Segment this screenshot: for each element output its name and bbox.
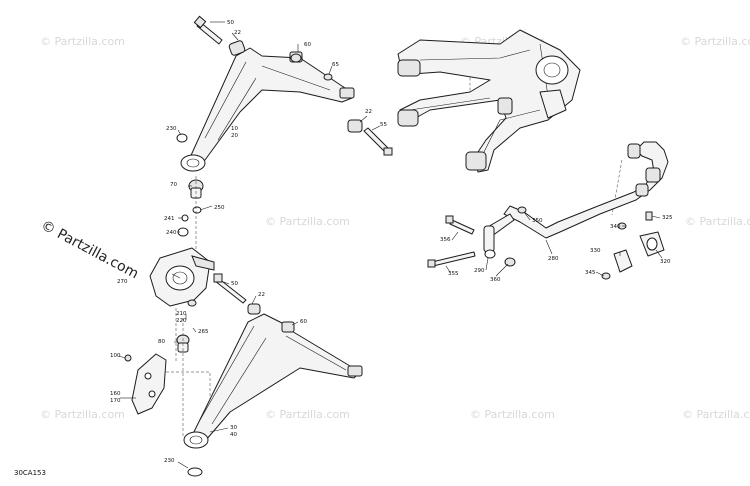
- callout-160: 160: [110, 391, 121, 397]
- callout-60: 60: [300, 319, 307, 325]
- callout-80: 80: [158, 339, 165, 345]
- callout-100: 100: [110, 353, 121, 359]
- callout-230: 230: [164, 458, 175, 464]
- callout-65: 65: [332, 62, 339, 68]
- callout-30: 30: [230, 425, 237, 431]
- steering-knuckle: [149, 247, 215, 307]
- callout-356: 356: [440, 237, 451, 243]
- leader-lines: [118, 21, 663, 469]
- callout-220: 220: [176, 318, 187, 324]
- stabilizer-bar: [427, 141, 669, 280]
- callout-50: 50: [231, 281, 238, 287]
- bolt-assembly-55: [347, 119, 393, 156]
- callout-325: 325: [662, 215, 673, 221]
- frame-section: [397, 29, 581, 173]
- callout-40: 40: [230, 432, 237, 438]
- callouts: 50 22 60 65 230 10 20 22 55 70 250 241 2…: [110, 20, 673, 464]
- callout-345: 345: [585, 270, 596, 276]
- watermark: © Partzilla.com: [680, 35, 750, 48]
- callout-360: 360: [490, 277, 501, 283]
- callout-50: 50: [227, 20, 234, 26]
- callout-20: 20: [231, 133, 238, 139]
- ball-joint-lower: [176, 318, 190, 436]
- ball-joint-upper: [177, 176, 204, 255]
- watermark: © Partzilla.com: [682, 408, 750, 421]
- watermark: © Partzilla.com: [40, 408, 125, 421]
- callout-70: 70: [170, 182, 177, 188]
- watermark: © Partzilla.com: [685, 215, 750, 228]
- callout-355: 355: [448, 271, 459, 277]
- lower-a-arm: [183, 313, 363, 477]
- callout-22: 22: [258, 292, 265, 298]
- callout-320: 320: [660, 259, 671, 265]
- watermark: © Partzilla.com: [265, 215, 350, 228]
- guard-plate: [124, 353, 167, 415]
- callout-330: 330: [590, 248, 601, 254]
- diagram-code: 30CA153: [14, 469, 46, 477]
- callout-22: 22: [365, 109, 372, 115]
- callout-10: 10: [231, 126, 238, 132]
- watermark: © Partzilla.com: [265, 408, 350, 421]
- callout-265: 265: [198, 329, 209, 335]
- watermarks: © Partzilla.com © Partzilla.com © Partzi…: [38, 35, 750, 421]
- callout-290: 290: [474, 268, 485, 274]
- callout-350: 350: [532, 218, 543, 224]
- callout-241: 241: [164, 216, 175, 222]
- callout-55: 55: [380, 122, 387, 128]
- callout-240: 240: [166, 230, 177, 236]
- watermark: © Partzilla.com: [470, 408, 555, 421]
- watermark: © Partzilla.com: [40, 35, 125, 48]
- upper-a-arm: [176, 15, 355, 172]
- callout-270: 270: [117, 279, 128, 285]
- callout-280: 280: [548, 256, 559, 262]
- callout-230: 230: [166, 126, 177, 132]
- callout-210: 210: [176, 311, 187, 317]
- callout-170: 170: [110, 398, 121, 404]
- callout-250: 250: [214, 205, 225, 211]
- callout-22: 22: [234, 30, 241, 36]
- callout-60: 60: [304, 42, 311, 48]
- callout-340: 340: [610, 224, 621, 230]
- bolt-assembly-mid: [213, 273, 261, 315]
- watermark-large: © Partzilla.com: [38, 217, 141, 282]
